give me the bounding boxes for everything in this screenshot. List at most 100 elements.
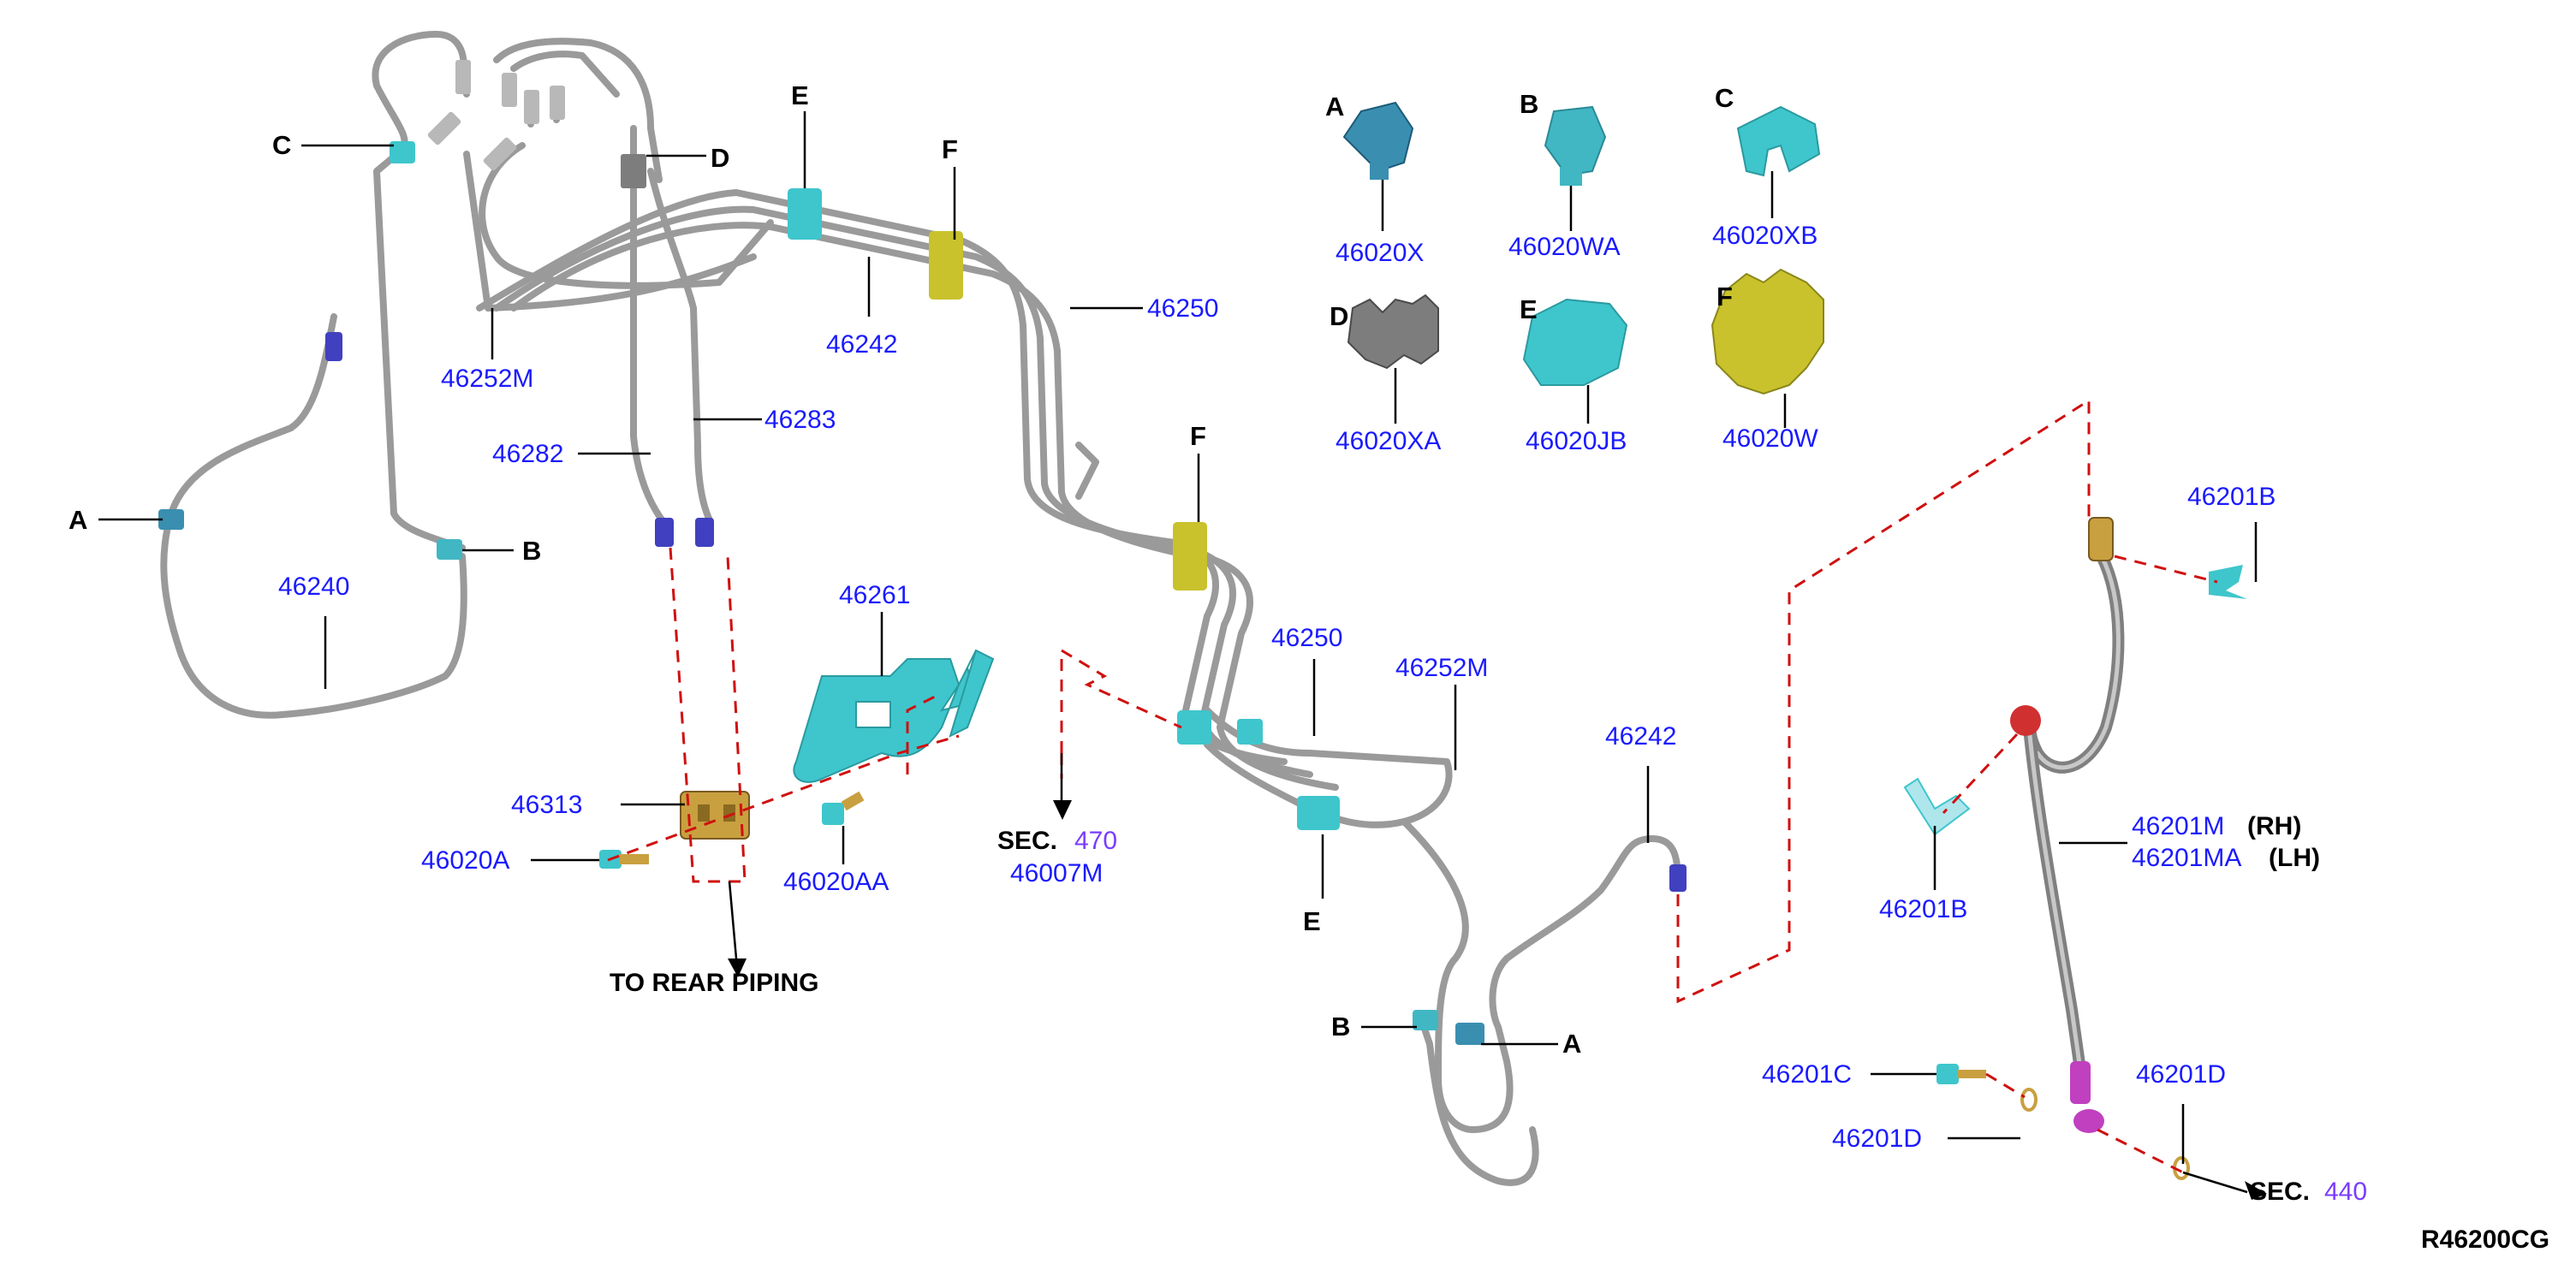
legend-part-c: [1736, 105, 1821, 218]
leader-lines: [98, 111, 2267, 1200]
fitting-46242-end: [1669, 864, 1687, 892]
fitting-top-3: [524, 90, 539, 124]
clip-e1: [788, 188, 822, 240]
label-46252M-upper: 46252M: [441, 365, 533, 393]
legend-part-f-number: 46020W: [1722, 424, 1818, 453]
diagram-code: R46200CG: [2421, 1225, 2549, 1254]
label-46201D-left: 46201D: [1832, 1125, 1922, 1153]
legend-labels: A 46020X B 46020WA C 46020XB D 46020XA E…: [1325, 83, 1818, 455]
clip-f2: [1173, 522, 1207, 590]
label-46201B-left: 46201B: [1879, 895, 1967, 923]
pipe-upper-left: [372, 31, 774, 551]
letter-f1: F: [942, 134, 958, 164]
legend-part-a-number: 46020X: [1336, 239, 1424, 267]
pipe-clips: [158, 141, 1484, 1045]
label-46201M: 46201M: [2132, 812, 2224, 840]
label-lh: (LH): [2269, 844, 2320, 872]
letter-e1: E: [791, 80, 809, 110]
fitting-46283-end: [695, 518, 714, 547]
hose-banjo: [2073, 1109, 2104, 1133]
pipe-46240: [160, 313, 467, 719]
sec470-prefix: SEC.: [997, 827, 1057, 855]
clip-d1: [621, 154, 646, 188]
label-46201B-top: 46201B: [2187, 483, 2276, 511]
legend-part-a: [1342, 101, 1414, 231]
clip-e-mid2: [1237, 719, 1263, 745]
bracket-46261: [793, 649, 995, 783]
hose-fitting-magenta: [2070, 1061, 2091, 1104]
letter-a1: A: [68, 505, 87, 535]
legend-part-e: [1522, 298, 1628, 424]
legend-part-f: [1710, 268, 1824, 428]
bolt-46201C: [1936, 1064, 1986, 1084]
pipe-lower: [1195, 707, 1681, 1186]
fitting-top-5: [483, 137, 517, 171]
clip-b2: [1413, 1010, 1438, 1030]
label-46020A: 46020A: [421, 846, 509, 875]
letter-labels: C D E F A B F E B A: [68, 80, 1581, 1059]
label-46201C: 46201C: [1762, 1060, 1852, 1089]
label-46252M-lower: 46252M: [1395, 654, 1488, 682]
legend-letter-b: B: [1520, 89, 1538, 119]
sec470-number: 470: [1074, 827, 1117, 855]
clip-a1: [158, 509, 184, 530]
clip-46201B-top: [2209, 565, 2247, 599]
letter-f2: F: [1190, 421, 1206, 451]
letter-a2: A: [1562, 1029, 1581, 1059]
sec440-prefix: SEC.: [2250, 1178, 2310, 1206]
label-46282: 46282: [492, 440, 563, 468]
sec440-number: 440: [2324, 1178, 2367, 1206]
label-46250-upper: 46250: [1147, 294, 1218, 323]
dashed-connections: [607, 398, 2218, 1174]
legend-part-d-number: 46020XA: [1336, 427, 1441, 455]
letter-b1: B: [522, 536, 541, 566]
to-rear-piping: TO REAR PIPING: [610, 969, 818, 997]
legend-part-d: [1347, 294, 1439, 424]
letter-d1: D: [711, 143, 729, 173]
clip-c1: [390, 141, 415, 163]
fitting-top-4: [550, 86, 565, 120]
brake-hose-46201M: [2010, 517, 2125, 1133]
fitting-top-6: [427, 111, 461, 145]
label-46242-upper: 46242: [826, 330, 897, 359]
label-46313: 46313: [511, 791, 582, 819]
legend-letter-c: C: [1715, 83, 1734, 113]
clip-e2: [1297, 796, 1340, 830]
part-number-labels: 46252M 46242 46250 46282 46283 46240 462…: [278, 294, 2320, 1153]
clip-b1: [437, 539, 462, 560]
hose-fitting-red: [2010, 705, 2041, 736]
bolt-46020AA: [822, 791, 865, 825]
legend-letter-f: F: [1716, 282, 1733, 312]
label-rh: (RH): [2247, 812, 2301, 840]
legend-part-b: [1544, 105, 1607, 231]
legend-part-c-number: 46020XB: [1712, 222, 1817, 250]
section-references: SEC. 470 46007M TO REAR PIPING SEC. 440: [610, 827, 2367, 1206]
legend-letter-d: D: [1330, 301, 1348, 331]
label-46240: 46240: [278, 573, 349, 601]
label-46242-lower: 46242: [1605, 722, 1676, 751]
fitting-46282-end: [655, 518, 674, 547]
letter-e2: E: [1303, 906, 1321, 936]
legend-letter-e: E: [1520, 294, 1538, 324]
legend-letter-a: A: [1325, 92, 1344, 122]
letter-b2: B: [1331, 1012, 1350, 1042]
pipe-fittings: [325, 60, 1687, 892]
label-46283: 46283: [764, 406, 836, 434]
junction-46313: [680, 791, 750, 840]
clip-a2: [1455, 1023, 1484, 1045]
fitting-top-2: [502, 73, 517, 107]
bolt-46020A: [599, 850, 649, 869]
label-46201D-right: 46201D: [2136, 1060, 2226, 1089]
legend-part-e-number: 46020JB: [1526, 427, 1627, 455]
hose-fitting-top: [2088, 517, 2114, 561]
label-46007M: 46007M: [1010, 859, 1103, 887]
label-46020AA: 46020AA: [783, 868, 889, 896]
clip-46201B-left: [1903, 777, 1971, 836]
label-46250-lower: 46250: [1271, 624, 1342, 652]
letter-c1: C: [272, 130, 291, 160]
fitting-46240-end: [325, 332, 342, 361]
fitting-top-1: [455, 60, 471, 94]
washer-46201D-left: [2020, 1088, 2038, 1112]
